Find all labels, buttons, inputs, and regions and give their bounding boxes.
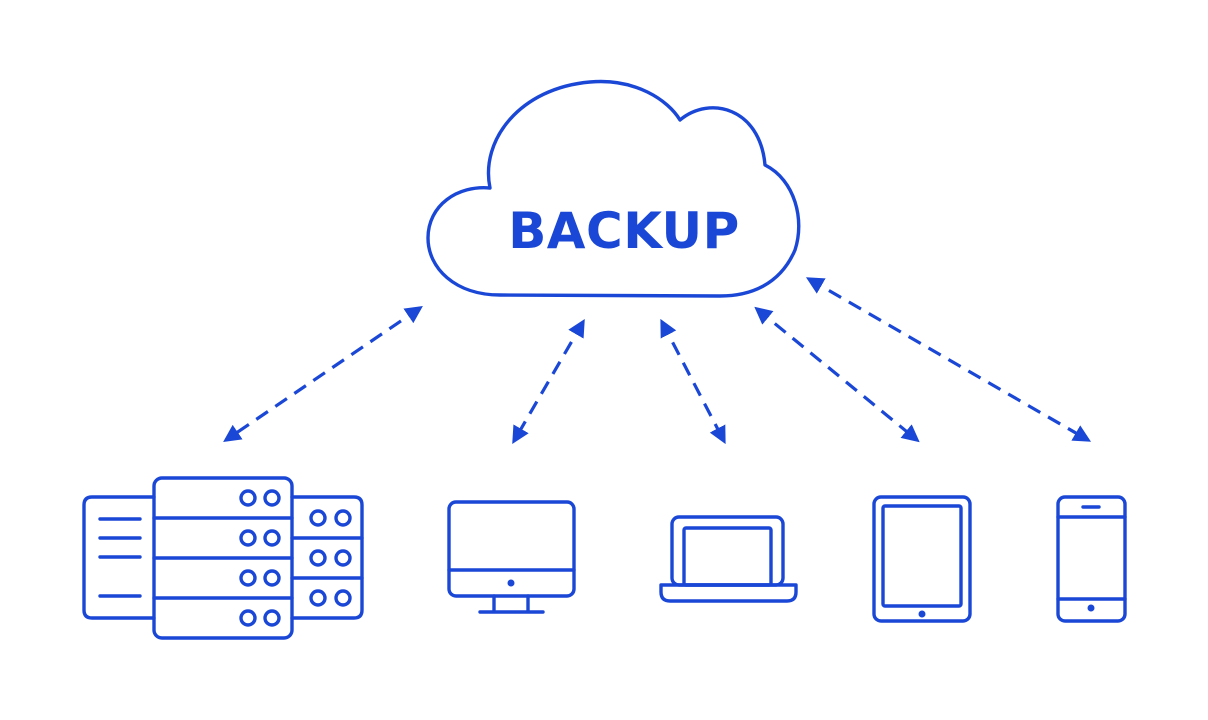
server-led: [334, 549, 352, 567]
server-led: [239, 569, 257, 587]
connections: [223, 277, 1092, 445]
laptop-screen: [682, 526, 773, 587]
server-led: [263, 529, 281, 547]
cloud-icon: BACKUP: [426, 79, 801, 298]
tablet-screen: [881, 504, 963, 608]
server-led: [239, 489, 257, 507]
server-led: [334, 509, 352, 527]
connector-server: [223, 306, 423, 442]
phone-body: [1056, 495, 1127, 623]
phone-home-button: [1087, 604, 1095, 612]
monitor-icon: [447, 500, 576, 614]
server-icon: [82, 476, 364, 640]
connector-monitor: [512, 318, 585, 445]
cloud-label: BACKUP: [508, 202, 740, 260]
tablet-home-button: [918, 610, 926, 618]
server-led: [239, 529, 257, 547]
server-led: [263, 609, 281, 627]
server-left-unit: [82, 495, 156, 620]
smartphone-icon: [1056, 495, 1127, 623]
server-right-unit: [290, 495, 364, 620]
cloud-outline: [426, 79, 801, 298]
connector-smartphone: [805, 277, 1092, 442]
server-led: [309, 589, 327, 607]
laptop-icon: [659, 515, 798, 603]
server-led: [309, 549, 327, 567]
server-led: [239, 609, 257, 627]
laptop-base: [659, 583, 798, 603]
server-led: [263, 489, 281, 507]
server-led: [263, 569, 281, 587]
server-led: [309, 509, 327, 527]
monitor-screen: [447, 500, 576, 598]
server-led: [334, 589, 352, 607]
monitor-dot: [507, 579, 515, 587]
tablet-body: [872, 495, 972, 623]
tablet-icon: [872, 495, 972, 623]
connector-laptop: [660, 318, 726, 445]
